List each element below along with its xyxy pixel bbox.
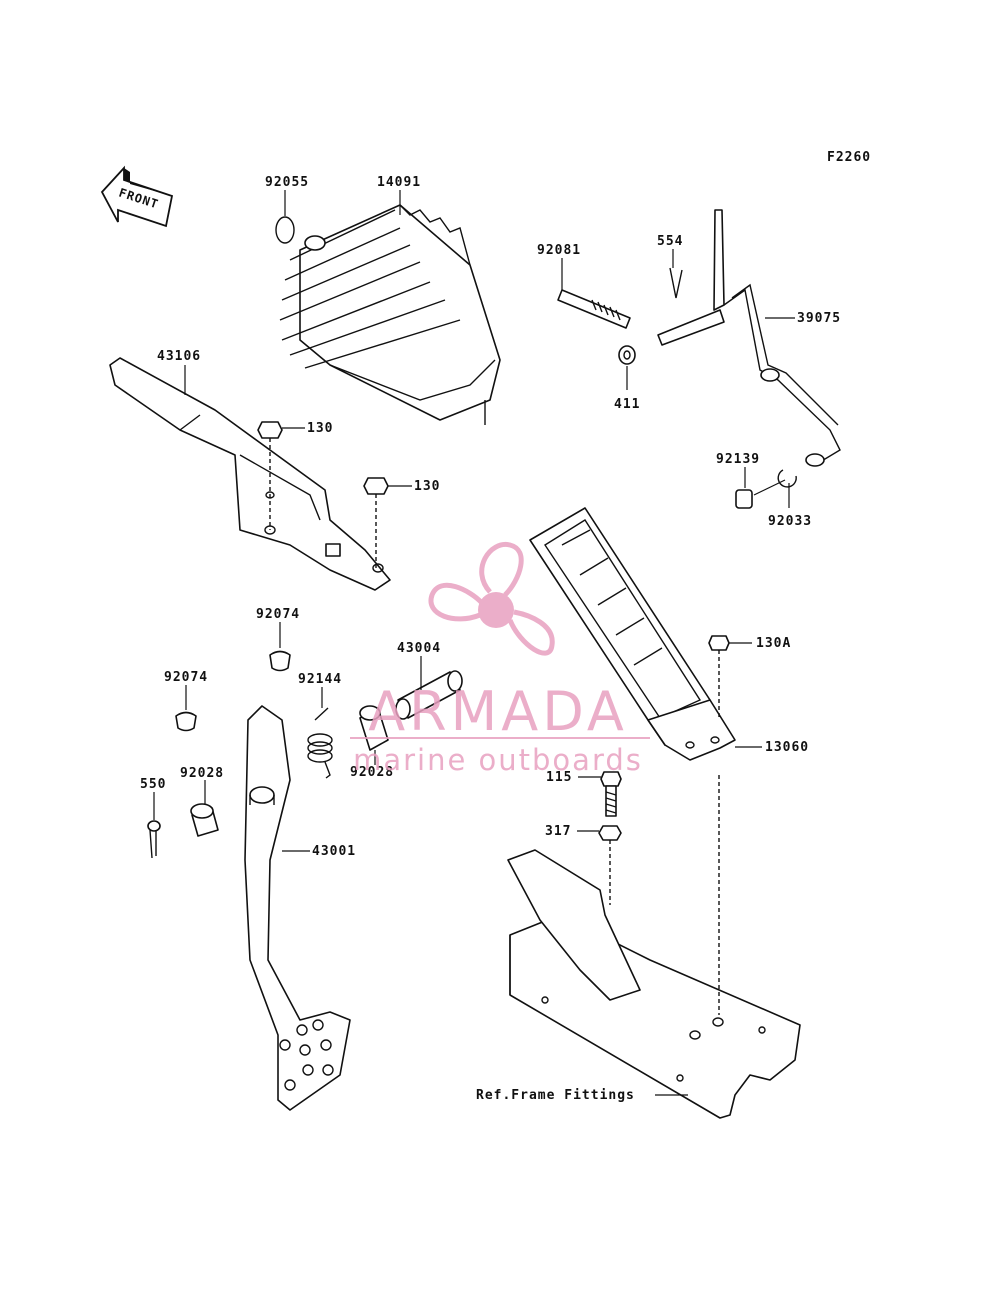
label-411: 411 <box>614 397 640 412</box>
oring-92055 <box>275 216 295 244</box>
label-39075: 39075 <box>797 311 841 326</box>
label-92055: 92055 <box>265 175 309 190</box>
label-115: 115 <box>546 770 572 785</box>
label-554: 554 <box>657 234 683 249</box>
washer-411 <box>618 345 636 365</box>
stopper-92074-b <box>175 711 197 732</box>
label-130A: 130A <box>756 636 791 651</box>
armada-watermark: ARMADA marine outboards <box>350 542 650 777</box>
label-92139: 92139 <box>716 452 760 467</box>
label-43106: 43106 <box>157 349 201 364</box>
label-92033: 92033 <box>768 514 812 529</box>
boot-14091 <box>279 204 501 425</box>
lever-43106 <box>109 357 391 591</box>
bolt-115 <box>600 771 622 817</box>
label-43004: 43004 <box>397 641 441 656</box>
label-ref-frame: Ref.Frame Fittings <box>476 1088 635 1103</box>
cotter-pin-554 <box>669 267 683 299</box>
label-92028-a: 92028 <box>350 765 394 780</box>
spring-92144 <box>307 707 333 779</box>
frame-fittings <box>507 775 801 1119</box>
label-92144: 92144 <box>298 672 342 687</box>
watermark-brand: ARMADA <box>368 680 628 743</box>
label-13060: 13060 <box>765 740 809 755</box>
stopper-92074-a <box>269 650 291 672</box>
bushing-92028-b <box>190 803 219 837</box>
label-92081: 92081 <box>537 243 581 258</box>
front-arrow-icon: FRONT <box>100 165 174 228</box>
label-92074-b: 92074 <box>164 670 208 685</box>
propeller-logo-icon <box>428 542 555 656</box>
label-14091: 14091 <box>377 175 421 190</box>
label-92074-a: 92074 <box>256 607 300 622</box>
snap-ring-92033 <box>777 469 797 488</box>
nut-317 <box>598 825 622 905</box>
label-550: 550 <box>140 777 166 792</box>
watermark-tagline: marine outboards <box>353 743 643 777</box>
lever-39075 <box>657 209 841 467</box>
shaft-43004 <box>395 670 463 720</box>
label-317: 317 <box>545 824 571 839</box>
bolt-130-b <box>363 477 389 570</box>
collar-92139 <box>735 489 753 509</box>
label-92028-b: 92028 <box>180 766 224 781</box>
cotter-pin-550 <box>147 820 161 859</box>
pedal-43001 <box>244 705 351 1111</box>
figure-code: F2260 <box>827 150 871 165</box>
label-130-a: 130 <box>307 421 333 436</box>
bolt-130A <box>708 635 730 720</box>
pedal-13060 <box>529 507 736 761</box>
pin-92081 <box>557 289 631 329</box>
label-43001: 43001 <box>312 844 356 859</box>
label-130-b: 130 <box>414 479 440 494</box>
bolt-130-a <box>257 421 283 530</box>
bushing-92028-a <box>359 705 389 751</box>
